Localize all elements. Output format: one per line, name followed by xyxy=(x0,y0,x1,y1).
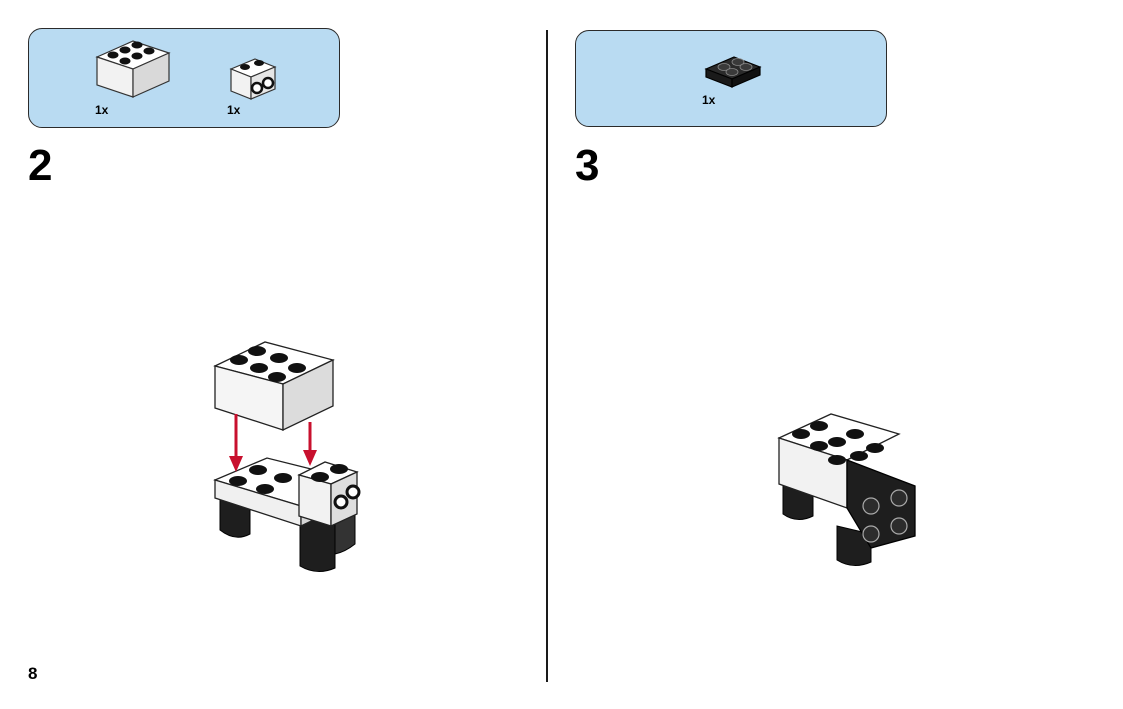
part-quantity: 1x xyxy=(227,103,241,117)
black-plate-2x2-icon xyxy=(704,56,762,88)
part-quantity: 1x xyxy=(95,103,109,117)
page-number: 8 xyxy=(28,664,38,683)
step-number: 2 xyxy=(28,141,53,190)
parts-list-step-2: 1x 1x xyxy=(28,28,340,128)
white-brick-2x3-icon xyxy=(95,40,171,98)
step-3-assembly-illustration xyxy=(777,413,916,566)
part-quantity: 1x xyxy=(702,93,716,107)
white-brick-1x2-side-studs-icon xyxy=(229,58,277,100)
step-2-assembly-illustration xyxy=(213,341,361,572)
parts-list-step-3: 1x xyxy=(575,30,887,127)
step-number: 3 xyxy=(575,141,600,190)
assembly-arrows xyxy=(229,414,317,472)
page-divider xyxy=(546,30,548,682)
